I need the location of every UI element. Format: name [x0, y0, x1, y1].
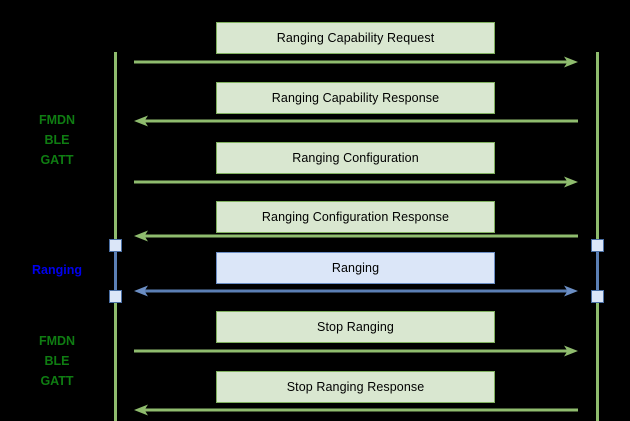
message-arrow-ranging-configuration	[134, 176, 578, 188]
left-ranging-activation-start	[109, 239, 122, 252]
caption-ranging: Ranging	[32, 263, 82, 277]
left-lifeline	[114, 52, 117, 421]
message-box-ranging-capability-response: Ranging Capability Response	[216, 82, 495, 114]
message-arrow-ranging-capability-response	[134, 115, 578, 127]
message-box-ranging: Ranging	[216, 252, 495, 284]
message-arrow-ranging	[134, 285, 578, 297]
right-ranging-activation-start	[591, 239, 604, 252]
message-box-ranging-configuration: Ranging Configuration	[216, 142, 495, 174]
message-arrow-ranging-capability-request	[134, 56, 578, 68]
right-lifeline	[596, 52, 599, 421]
caption-fmdn-ble-gatt-top: FMDN BLE GATT	[38, 113, 76, 167]
right-ranging-activation-end	[591, 290, 604, 303]
caption-fmdn-ble-gatt-bottom: FMDN BLE GATT	[38, 334, 76, 388]
message-arrow-ranging-configuration-response	[134, 230, 578, 242]
left-ranging-activation	[114, 245, 117, 302]
message-arrow-stop-ranging-response	[134, 404, 578, 416]
message-box-stop-ranging: Stop Ranging	[216, 311, 495, 343]
message-box-stop-ranging-response: Stop Ranging Response	[216, 371, 495, 403]
message-arrow-stop-ranging	[134, 345, 578, 357]
right-ranging-activation	[596, 245, 599, 302]
left-ranging-activation-end	[109, 290, 122, 303]
message-box-ranging-capability-request: Ranging Capability Request	[216, 22, 495, 54]
message-box-ranging-configuration-response: Ranging Configuration Response	[216, 201, 495, 233]
